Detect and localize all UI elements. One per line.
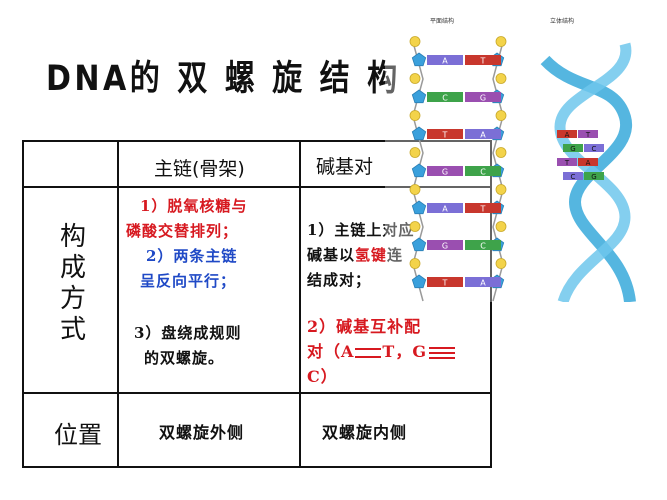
phosphate-circle: [409, 110, 421, 121]
base-left: [427, 277, 463, 287]
main-chain-items: 1）脱氧核糖与 磷酸交替排列； 2）两条主链 呈反向平行； 3）盘绕成规则 的双…: [126, 197, 248, 367]
table-divider-row1: [24, 186, 490, 188]
sugar-pentagon: [411, 200, 427, 215]
phosphate-circle: [495, 36, 507, 47]
base-letter: A: [442, 205, 448, 214]
helix-base-letter: G: [570, 145, 575, 153]
helix-base-letter: G: [591, 173, 596, 181]
double-bond-line: [355, 347, 382, 358]
phosphate-circle: [409, 221, 421, 232]
base-letter: C: [480, 242, 486, 251]
phosphate-circle: [495, 221, 507, 232]
plane-structure-label: 平面结构: [430, 18, 455, 25]
phosphate-circle: [409, 147, 421, 158]
phosphate-circle: [495, 258, 507, 269]
base-letter: G: [442, 242, 448, 251]
helix-base: [563, 172, 583, 180]
base-right: [465, 203, 501, 213]
base-letter: T: [442, 279, 448, 288]
base-left: [427, 92, 463, 102]
base-right: [465, 92, 501, 102]
phosphate-circle: [495, 147, 507, 158]
table-divider-col2: [299, 142, 301, 466]
phosphate-circle: [409, 258, 421, 269]
side-label-composition: 构 成 方 式: [60, 222, 87, 345]
helix-base: [584, 172, 604, 180]
helix-base-letter: T: [585, 131, 591, 139]
base-right: [465, 277, 501, 287]
header-base-pair: 碱基对: [316, 156, 374, 178]
sugar-pentagon: [411, 126, 427, 141]
position-base-pair: 双螺旋内侧: [322, 423, 408, 442]
helix-base: [578, 130, 598, 138]
dna-structure-table: 主链(骨架) 碱基对 构 成 方 式 1）脱氧核糖与 磷酸交替排列； 2）两条主…: [22, 140, 492, 468]
helix-base: [557, 158, 577, 166]
base-letter: C: [480, 168, 486, 177]
base-letter: T: [442, 131, 448, 140]
phosphate-circle: [495, 73, 507, 84]
position-main-chain: 双螺旋外侧: [159, 423, 245, 442]
base-right: [465, 166, 501, 176]
sugar-pentagon: [411, 89, 427, 104]
table-divider-col1: [117, 142, 119, 466]
helix-base: [584, 144, 604, 152]
helix-base-letter: C: [571, 173, 576, 181]
phosphate-circle: [409, 73, 421, 84]
base-letter: G: [442, 168, 448, 177]
helix-base: [563, 144, 583, 152]
sugar-pentagon: [411, 52, 427, 67]
helix-base: [578, 158, 598, 166]
helix-base: [557, 130, 577, 138]
base-left: [427, 240, 463, 250]
base-letter: A: [480, 131, 486, 140]
base-letter: G: [480, 94, 486, 103]
sugar-pentagon: [411, 237, 427, 252]
phosphate-circle: [495, 184, 507, 195]
base-letter: T: [480, 205, 486, 214]
base-letter: A: [442, 57, 448, 66]
base-letter: A: [480, 279, 486, 288]
sugar-pentagon: [411, 163, 427, 178]
sugar-pentagon: [411, 274, 427, 289]
base-left: [427, 129, 463, 139]
helix-base-letter: C: [592, 145, 597, 153]
base-left: [427, 166, 463, 176]
base-letter: T: [480, 57, 486, 66]
phosphate-circle: [409, 184, 421, 195]
base-right: [465, 129, 501, 139]
base-right: [465, 240, 501, 250]
row-label-position: 位置: [54, 421, 102, 449]
helix-base-letter: A: [565, 131, 570, 139]
table-divider-row2: [24, 392, 490, 394]
base-right: [465, 55, 501, 65]
base-left: [427, 203, 463, 213]
base-left: [427, 55, 463, 65]
triple-bond-line: [429, 346, 455, 359]
phosphate-circle: [409, 36, 421, 47]
stereo-structure-label: 立体结构: [550, 18, 575, 25]
page-title: DNA的 双 螺 旋 结 构: [46, 59, 401, 99]
helix-base-letter: T: [564, 159, 570, 167]
helix-base-letter: A: [586, 159, 591, 167]
base-letter: C: [442, 94, 448, 103]
phosphate-circle: [495, 110, 507, 121]
header-main-chain: 主链(骨架): [154, 158, 245, 180]
